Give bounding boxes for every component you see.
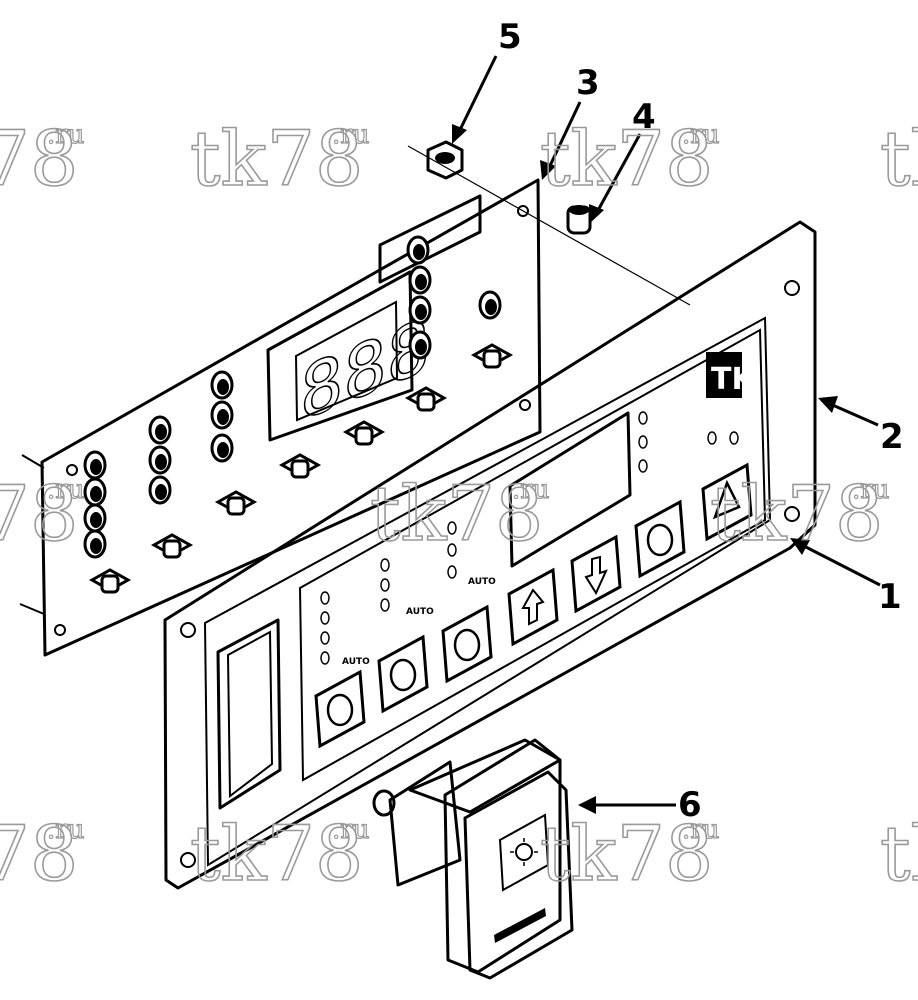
watermark-text: tk78 xyxy=(370,469,543,558)
panel-led xyxy=(380,578,390,592)
watermark-suffix: .ru xyxy=(47,475,84,505)
panel-led xyxy=(638,459,648,473)
board-led xyxy=(408,265,432,295)
callout-2: 2 xyxy=(818,396,904,457)
nut xyxy=(407,140,691,306)
watermark-text: tk78 xyxy=(0,809,78,898)
board-switch xyxy=(150,533,194,559)
panel-key-circ xyxy=(441,604,493,684)
watermark-text: tk78 xyxy=(540,809,713,898)
board-digit-display: 888 xyxy=(266,270,431,442)
svg-text:6: 6 xyxy=(678,785,702,825)
callout-1: 1 xyxy=(790,538,902,617)
watermark-suffix: .ru xyxy=(332,120,369,150)
panel-key-circ xyxy=(377,634,429,714)
board-led xyxy=(210,400,234,430)
board-led xyxy=(478,290,502,320)
panel-led xyxy=(380,558,390,572)
svg-text:4: 4 xyxy=(632,97,656,137)
panel-led xyxy=(320,611,330,625)
watermark-suffix: .ru xyxy=(852,475,889,505)
panel-key-circ xyxy=(634,499,686,579)
panel-led xyxy=(447,543,457,557)
watermark-suffix: .ru xyxy=(332,815,369,845)
watermark-suffix: .ru xyxy=(682,815,719,845)
board-led xyxy=(406,235,430,265)
watermark-text: tk78 xyxy=(190,114,363,203)
svg-text:2: 2 xyxy=(880,417,904,457)
watermark-suffix: .ru xyxy=(512,475,549,505)
watermark-text: tk78 xyxy=(190,809,363,898)
watermark-text: tk78 xyxy=(880,809,918,898)
watermark-suffix: .ru xyxy=(47,815,84,845)
watermark-text: tk78 xyxy=(880,114,918,203)
board-led xyxy=(148,415,172,445)
board-led xyxy=(148,475,172,505)
circuit-board: 888 xyxy=(19,178,542,657)
panel-led xyxy=(729,431,739,445)
board-switch xyxy=(214,490,258,516)
board-led xyxy=(408,330,432,360)
logo-text: TK xyxy=(711,362,756,397)
panel-led xyxy=(447,521,457,535)
board-led xyxy=(83,450,107,480)
tk-logo: TK xyxy=(706,352,756,398)
board-switch xyxy=(404,386,448,412)
panel-key-down xyxy=(570,534,622,614)
board-switch xyxy=(342,420,386,446)
panel-led xyxy=(638,435,648,449)
panel-led xyxy=(320,591,330,605)
auto-label-1: AUTO xyxy=(342,657,370,667)
board-switch xyxy=(88,568,132,594)
rocker-switch xyxy=(372,738,574,980)
watermark-text: tk78 xyxy=(710,469,883,558)
svg-text:5: 5 xyxy=(498,17,522,57)
panel-led xyxy=(320,651,330,665)
watermark-suffix: .ru xyxy=(47,120,84,150)
panel-led xyxy=(447,565,457,579)
panel-led xyxy=(380,598,390,612)
auto-label-2: AUTO xyxy=(406,607,434,617)
panel-led xyxy=(707,431,717,445)
board-led xyxy=(408,295,432,325)
board-led xyxy=(83,477,107,507)
watermark-text: tk78 xyxy=(540,114,713,203)
board-led xyxy=(210,433,234,463)
callout-4: 4 xyxy=(589,97,656,224)
board-led xyxy=(148,445,172,475)
spacer xyxy=(566,205,592,235)
board-led xyxy=(210,370,234,400)
panel-led xyxy=(320,631,330,645)
auto-label-3: AUTO xyxy=(468,577,496,587)
svg-text:3: 3 xyxy=(576,63,600,103)
panel-led xyxy=(638,411,648,425)
watermark-text: tk78 xyxy=(0,114,78,203)
watermark-suffix: .ru xyxy=(682,120,719,150)
front-panel: TK AUTO AUTO AUTO xyxy=(163,220,817,890)
board-switch xyxy=(278,453,322,479)
svg-text:1: 1 xyxy=(878,577,902,617)
watermark-text: tk78 xyxy=(0,469,78,558)
board-led xyxy=(83,529,107,559)
panel-key-circ xyxy=(314,669,366,749)
board-led xyxy=(83,503,107,533)
callout-5: 5 xyxy=(452,17,522,144)
watermark-layer: tk78.rutk78.rutk78.rutk78.rutk78.rutk78.… xyxy=(0,113,918,899)
board-switch xyxy=(470,343,514,369)
board-components xyxy=(83,235,514,594)
callout-3: 3 xyxy=(540,63,600,180)
callout-6: 6 xyxy=(578,785,702,825)
panel-key-up xyxy=(507,567,559,647)
panel-key-tri xyxy=(701,462,753,542)
panel-controls xyxy=(314,411,753,749)
